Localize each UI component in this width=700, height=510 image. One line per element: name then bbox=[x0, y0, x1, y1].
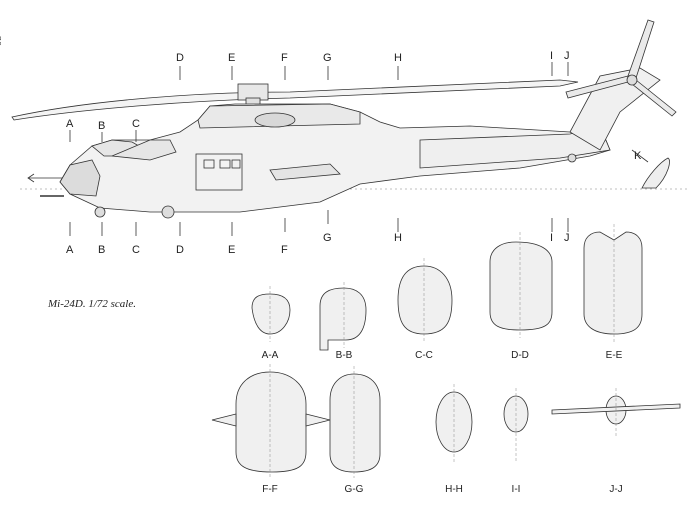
marker-top-e: E bbox=[228, 52, 236, 64]
marker-top-f: F bbox=[281, 52, 288, 64]
section-label-h-h: H-H bbox=[445, 484, 463, 495]
stub-wing bbox=[269, 163, 341, 181]
section-label-e-e: E-E bbox=[605, 350, 623, 361]
section-label-c-c: C-C bbox=[415, 350, 433, 361]
axis-arrowhead bbox=[27, 173, 35, 183]
section-label-b-b: B-B bbox=[335, 350, 353, 361]
cabin-window-1 bbox=[203, 159, 215, 169]
k-leader bbox=[631, 149, 649, 163]
tail-boom bbox=[419, 125, 611, 169]
bottom-marker-ticks bbox=[69, 210, 569, 236]
section-centerlines bbox=[269, 224, 617, 478]
marker-bottom-d: D bbox=[176, 244, 184, 256]
marker-k: K bbox=[634, 150, 642, 162]
marker-top-c: C bbox=[132, 118, 140, 130]
rear-canopy bbox=[111, 139, 177, 161]
cross-sections bbox=[211, 231, 681, 473]
top-marker-ticks bbox=[69, 62, 569, 142]
marker-bottom-a: A bbox=[66, 244, 74, 256]
cabin-window-3 bbox=[231, 159, 241, 169]
section-label-f-f: F-F bbox=[262, 484, 278, 495]
nose-turret bbox=[59, 159, 101, 197]
main-wheel bbox=[161, 205, 175, 219]
section-f-f-wing-left bbox=[211, 413, 237, 427]
nose-wheel bbox=[94, 206, 106, 218]
section-c-c bbox=[397, 265, 453, 335]
marker-bottom-h: H bbox=[394, 232, 402, 244]
marker-top-a: A bbox=[66, 118, 74, 130]
engine-intake bbox=[254, 112, 296, 128]
section-e-e bbox=[583, 231, 643, 335]
section-f-f bbox=[235, 371, 307, 473]
section-label-a-a: A-A bbox=[261, 350, 279, 361]
section-b-b bbox=[319, 287, 367, 351]
blade-section-k bbox=[641, 157, 670, 189]
scale-caption: Mi-24D. 1/72 scale. bbox=[48, 298, 136, 310]
cabin-door bbox=[195, 153, 243, 191]
section-f-f-wing-right bbox=[305, 413, 331, 427]
tail-rotor-hub bbox=[626, 74, 638, 86]
marker-bottom-b: B bbox=[98, 244, 106, 256]
marker-top-j: J bbox=[564, 50, 570, 62]
section-g-g bbox=[329, 373, 381, 473]
section-label-g-g: G-G bbox=[344, 484, 364, 495]
tail-rotor-blade-3 bbox=[631, 79, 677, 117]
marker-bottom-c: C bbox=[132, 244, 140, 256]
tail-wheel bbox=[567, 153, 577, 163]
section-label-j-j: J-J bbox=[609, 484, 623, 495]
cabin-window-2 bbox=[219, 159, 231, 169]
marker-bottom-j: J bbox=[564, 232, 570, 244]
rotor-hub bbox=[237, 83, 269, 101]
marker-top-h: H bbox=[394, 52, 402, 64]
section-a-a bbox=[251, 293, 291, 335]
marker-top-b: B bbox=[98, 120, 106, 132]
main-rotor-blade bbox=[11, 79, 579, 121]
marker-bottom-g: G bbox=[323, 232, 332, 244]
marker-bottom-i: I bbox=[550, 232, 554, 244]
marker-top-d: D bbox=[176, 52, 184, 64]
section-d-d bbox=[489, 241, 553, 331]
marker-top-g: G bbox=[323, 52, 332, 64]
marker-top-i: I bbox=[550, 50, 554, 62]
marker-bottom-e: E bbox=[228, 244, 236, 256]
section-label-i-i: I-I bbox=[511, 484, 521, 495]
section-label-d-d: D-D bbox=[511, 350, 529, 361]
marker-bottom-f: F bbox=[281, 244, 288, 256]
